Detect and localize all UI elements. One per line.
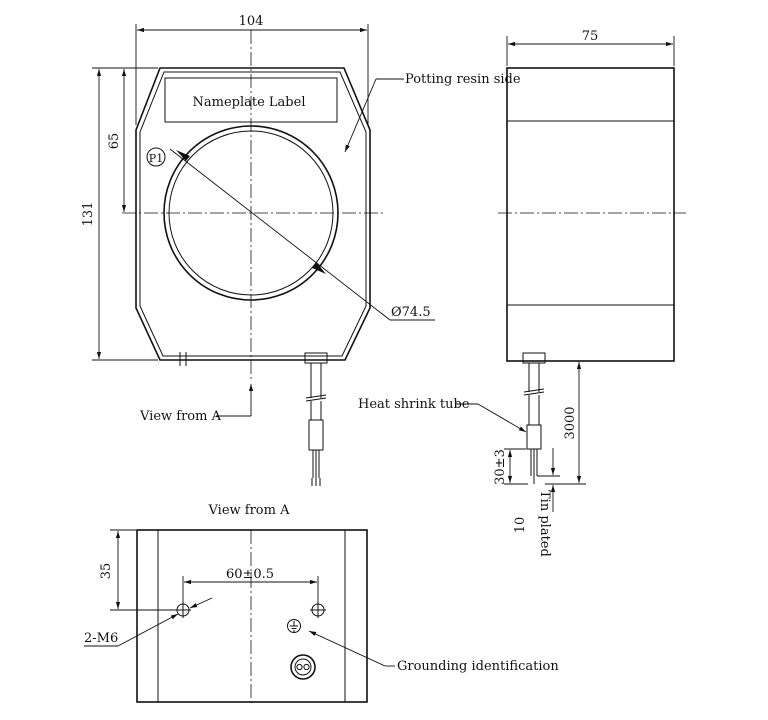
p1-text: P1 [149,152,163,165]
tin-plated-text: Tin plated [537,490,552,557]
diameter-arrow-top [176,150,190,161]
dim-131-text: 131 [81,202,96,227]
front-body-outline [135,67,371,361]
dim-104-text: 104 [239,14,264,29]
side-view: 75 3000 30±3 10 Tin plated [358,29,686,557]
lead-exit-boss [304,352,328,364]
dim-10-text: 10 [513,517,528,534]
nameplate-label-text: Nameplate Label [193,95,306,110]
potting-leader-diag [344,78,377,153]
dim-3000-text: 3000 [563,406,578,439]
diameter-leader [169,148,391,321]
heat-shrink-text: Heat shrink tube [358,397,470,412]
view-a-title: View from A [208,503,291,518]
side-leads [523,363,545,484]
potting-text: Potting resin side [405,72,521,87]
dim-30-text: 30±3 [493,449,508,485]
side-body [506,67,675,362]
grounding-leader-diag [308,630,386,667]
diameter-arrow-bottom [312,262,326,274]
view-a-arrow-text: View from A [139,409,222,424]
front-leads [305,363,327,486]
bottom-body [136,529,368,703]
front-body-inner-outline [139,71,367,357]
grounding-connector-icon [290,654,316,680]
view-from-a: View from A 35 60±0.5 2-M6 [84,503,559,705]
ground-symbol-icon [287,619,301,633]
dim-75-text: 75 [582,29,599,44]
m6-leader-diag [117,613,179,647]
dim-60-text: 60±0.5 [226,567,274,582]
front-view: Nameplate Label P1 Ø74.5 Potting resin s… [81,14,521,486]
heat-shrink-leader-diag [477,403,527,433]
side-lead-boss [522,352,546,364]
diameter-text: Ø74.5 [391,305,431,320]
m6-arrow-outer [189,597,213,609]
grounding-text: Grounding identification [397,659,559,674]
dim-35-text: 35 [99,563,114,580]
p1-marker [146,147,166,167]
m6-text: 2-M6 [84,631,118,646]
dim-65-text: 65 [107,133,122,150]
